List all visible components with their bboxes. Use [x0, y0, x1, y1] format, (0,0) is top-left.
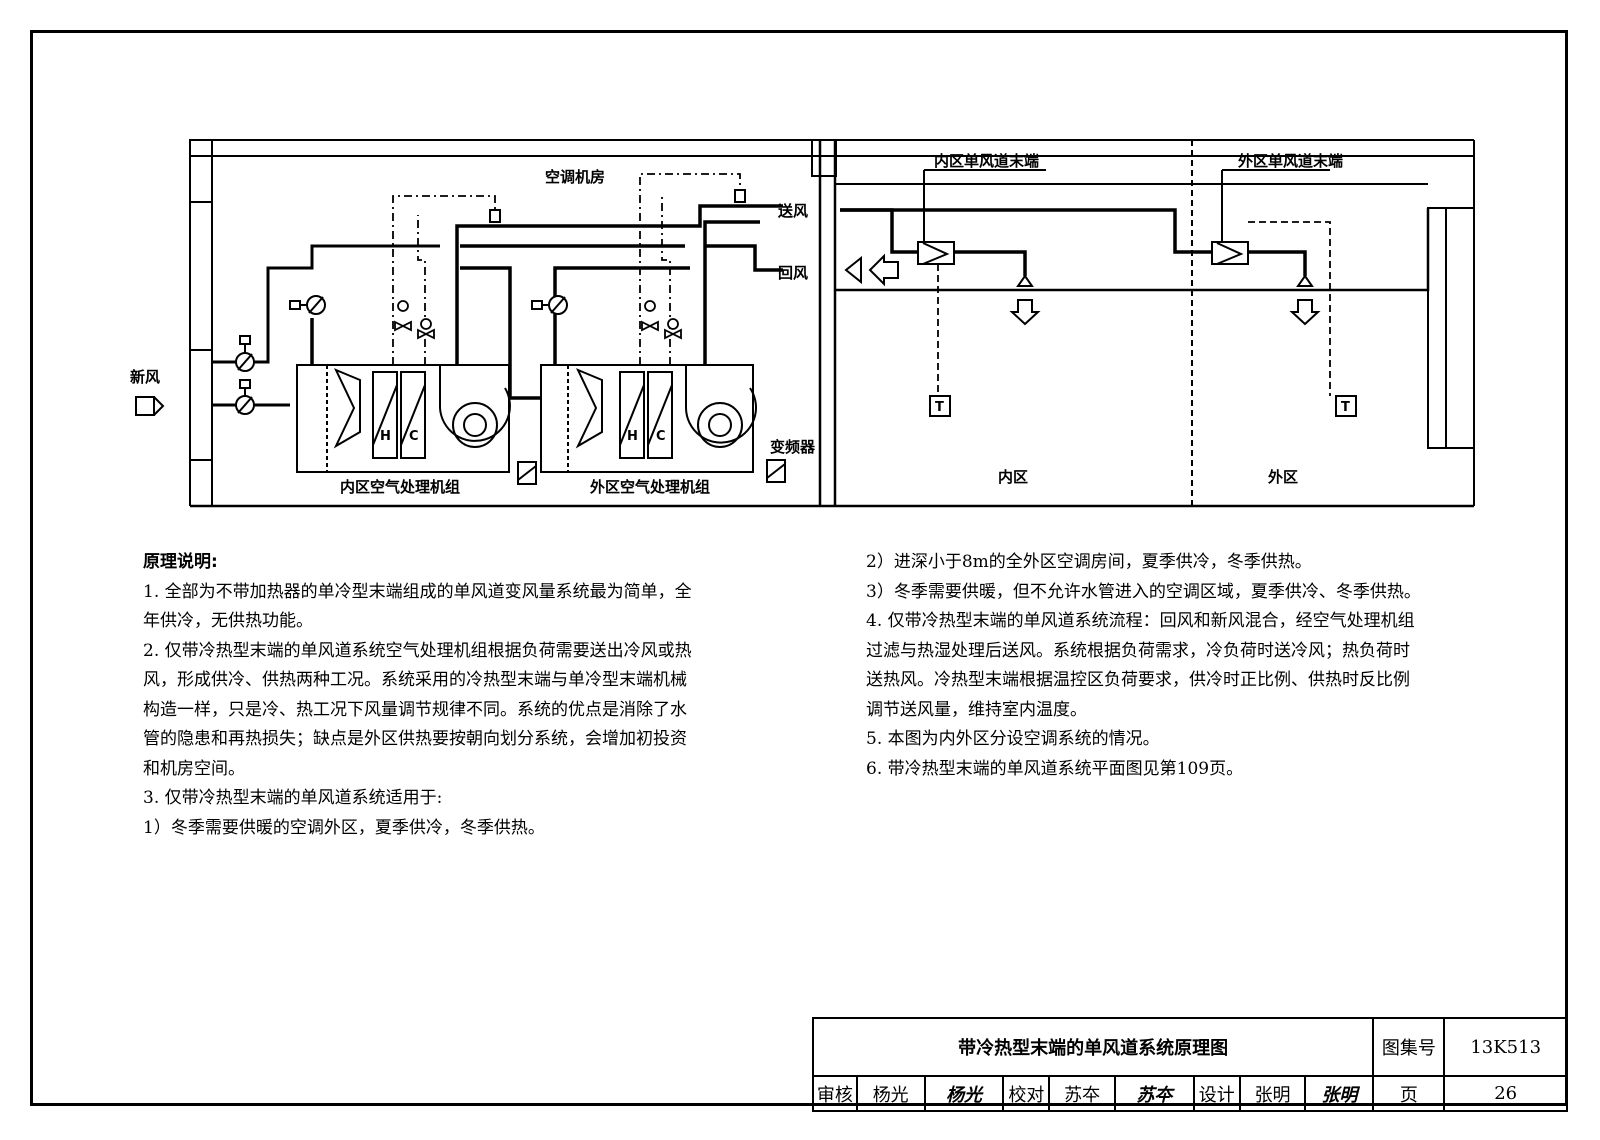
coil-valves	[394, 300, 682, 340]
note-line: 6. 带冷热型末端的单风道系统平面图见第109页。	[866, 758, 1244, 779]
outer-ahu	[540, 364, 786, 483]
fresh-air-arrow-icon	[135, 396, 155, 416]
inner-ahu-label: 内区空气处理机组	[340, 478, 460, 496]
outer-ahu-label: 外区空气处理机组	[589, 478, 710, 496]
review-label: 审核	[812, 1075, 858, 1112]
note-line: 年供冷，无供热功能。	[143, 611, 313, 631]
note-line: 5. 本图为内外区分设空调系统的情况。	[866, 729, 1160, 749]
system-schematic: 空调机房 新风 送风 回风 变频器 内区空气处理机组 外区空气处理机组 内区单风…	[130, 139, 1475, 508]
atlas-label: 图集号	[1372, 1017, 1446, 1077]
return-air-arrows	[844, 253, 899, 287]
return-air-label: 回风	[778, 264, 808, 282]
checker-signature: 苏夲	[1114, 1075, 1195, 1112]
ductwork	[310, 204, 1430, 400]
note-line: 1）冬季需要供暖的空调外区，夏季供冷，冬季供热。	[143, 817, 545, 838]
note-line: 2. 仅带冷热型末端的单风道系统空气处理机组根据负荷需要送出冷风或热	[143, 640, 692, 661]
dampers	[235, 189, 746, 415]
vfd-label: 变频器	[770, 438, 816, 456]
thermostat-label-outer: T	[1341, 400, 1350, 415]
inner-ahu	[296, 364, 537, 485]
note-line: 3）冬季需要供暖，但不允许水管进入的空调区域，夏季供冷、冬季供热。	[866, 581, 1421, 602]
note-line: 和机房空间。	[143, 758, 245, 779]
note-line: 2）进深小于8m的全外区空调房间，夏季供冷，冬季供热。	[866, 552, 1312, 572]
control-lines	[392, 173, 741, 365]
page-label: 页	[1372, 1075, 1446, 1112]
notes-right-column: 2）进深小于8m的全外区空调房间，夏季供冷，冬季供热。 3）冬季需要供暖，但不允…	[866, 548, 1466, 784]
note-line: 构造一样，只是冷、热工况下风量调节规律不同。系统的优点是消除了水	[143, 699, 687, 720]
reviewer-signature: 杨光	[923, 1075, 1005, 1112]
note-line: 调节送风量，维持室内温度。	[866, 699, 1087, 720]
vfd-box-1	[517, 461, 537, 485]
machine-room-label: 空调机房	[545, 168, 605, 186]
designer-name: 张明	[1238, 1075, 1307, 1112]
cooling-coil-label-2: C	[656, 429, 666, 444]
reviewer-name: 杨光	[855, 1075, 926, 1112]
note-line: 4. 仅带冷热型末端的单风道系统流程：回风和新风混合，经空气处理机组	[866, 611, 1415, 631]
note-line: 送热风。冷热型末端根据温控区负荷要求，供冷时正比例、供热时反比例	[866, 670, 1410, 690]
heating-coil-label-1: H	[380, 429, 391, 444]
supply-air-label: 送风	[777, 202, 808, 220]
inner-terminal-label: 内区单风道末端	[934, 152, 1039, 170]
outer-vav-terminal	[1211, 169, 1357, 417]
page-number: 26	[1443, 1075, 1568, 1112]
note-line: 风，形成供冷、供热两种工况。系统采用的冷热型末端与单冷型末端机械	[143, 670, 687, 690]
outer-sensor-line	[1248, 221, 1331, 396]
drawing-title: 带冷热型末端的单风道系统原理图	[811, 1017, 1375, 1077]
designer-signature: 张明	[1304, 1075, 1375, 1112]
cooling-coil-label-1: C	[409, 429, 419, 444]
note-line: 1. 全部为不带加热器的单冷型末端组成的单风道变风量系统最为简单，全	[143, 581, 692, 602]
design-label: 设计	[1192, 1075, 1241, 1112]
note-line: 3. 仅带冷热型末端的单风道系统适用于:	[143, 788, 443, 808]
outer-terminal-label: 外区单风道末端	[1237, 152, 1343, 170]
outer-zone-label: 外区	[1267, 468, 1298, 486]
heating-coil-label-2: H	[627, 429, 638, 444]
atlas-number: 13K513	[1443, 1017, 1568, 1077]
inner-vav-terminal	[917, 169, 1046, 417]
fresh-air-label: 新风	[130, 368, 160, 386]
vfd-box-2	[766, 459, 786, 483]
drawing-frame	[30, 30, 1568, 1106]
inner-zone-label: 内区	[998, 468, 1028, 486]
check-label: 校对	[1002, 1075, 1051, 1112]
note-line: 管的隐患和再热损失；缺点是外区供热要按朝向划分系统，会增加初投资	[143, 729, 687, 749]
checker-name: 苏夲	[1048, 1075, 1116, 1112]
note-line: 过滤与热湿处理后送风。系统根据负荷需求，冷负荷时送冷风；热负荷时	[866, 640, 1410, 661]
thermostat-label-inner: T	[935, 400, 944, 415]
building-outline	[189, 139, 1475, 508]
notes-left-column: 原理说明: 1. 全部为不带加热器的单冷型末端组成的单风道变风量系统最为简单，全…	[143, 548, 743, 843]
notes-title: 原理说明:	[143, 552, 218, 572]
title-block: 带冷热型末端的单风道系统原理图 图集号 13K513 审核 杨光 杨光 校对 苏…	[811, 1017, 1577, 1115]
